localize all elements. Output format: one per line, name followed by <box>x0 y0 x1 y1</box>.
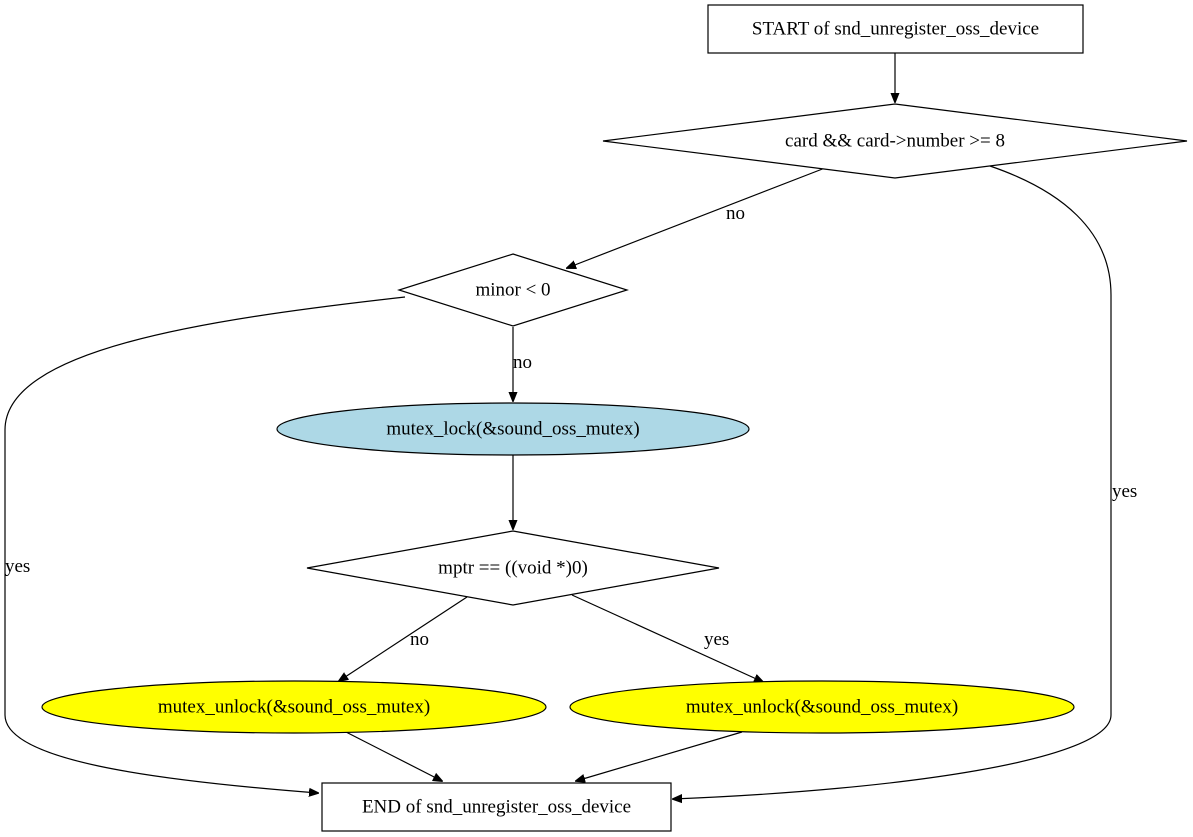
node-unlock-yes: mutex_unlock(&sound_oss_mutex) <box>569 680 1075 734</box>
node-mutex-lock-label: mutex_lock(&sound_oss_mutex) <box>386 419 639 440</box>
node-start: START of snd_unregister_oss_device <box>707 4 1084 54</box>
node-cond-card: card && card->number >= 8 <box>602 103 1188 179</box>
edge-label-mptr-no: no <box>410 629 429 650</box>
node-start-label: START of snd_unregister_oss_device <box>752 19 1039 40</box>
node-unlock-no-label: mutex_unlock(&sound_oss_mutex) <box>158 697 430 718</box>
node-cond-minor-label: minor < 0 <box>475 280 550 301</box>
node-cond-mptr-label: mptr == ((void *)0) <box>438 558 588 579</box>
node-cond-minor: minor < 0 <box>397 253 629 327</box>
edge-card-yes: yes <box>673 165 1137 799</box>
node-unlock-no: mutex_unlock(&sound_oss_mutex) <box>41 680 547 734</box>
node-end-label: END of snd_unregister_oss_device <box>362 797 631 818</box>
node-cond-mptr: mptr == ((void *)0) <box>306 530 720 606</box>
edge-card-no: no <box>567 167 826 268</box>
edge-mptr-no: no <box>339 596 468 681</box>
edge-label-minor-no: no <box>513 352 532 373</box>
edge-unlock-no-to-end <box>345 731 442 781</box>
node-cond-card-label: card && card->number >= 8 <box>785 131 1005 152</box>
edge-label-minor-yes: yes <box>5 556 30 577</box>
edge-label-mptr-yes: yes <box>704 629 729 650</box>
edge-unlock-yes-to-end <box>576 731 743 781</box>
edge-minor-yes: yes <box>4 296 406 793</box>
edge-minor-no: no <box>513 327 532 401</box>
edge-label-card-no: no <box>726 203 745 224</box>
edge-mptr-yes: yes <box>571 594 763 682</box>
node-mutex-lock: mutex_lock(&sound_oss_mutex) <box>276 402 750 456</box>
edge-label-card-yes: yes <box>1112 481 1137 502</box>
node-end: END of snd_unregister_oss_device <box>321 782 672 832</box>
node-unlock-yes-label: mutex_unlock(&sound_oss_mutex) <box>686 697 958 718</box>
